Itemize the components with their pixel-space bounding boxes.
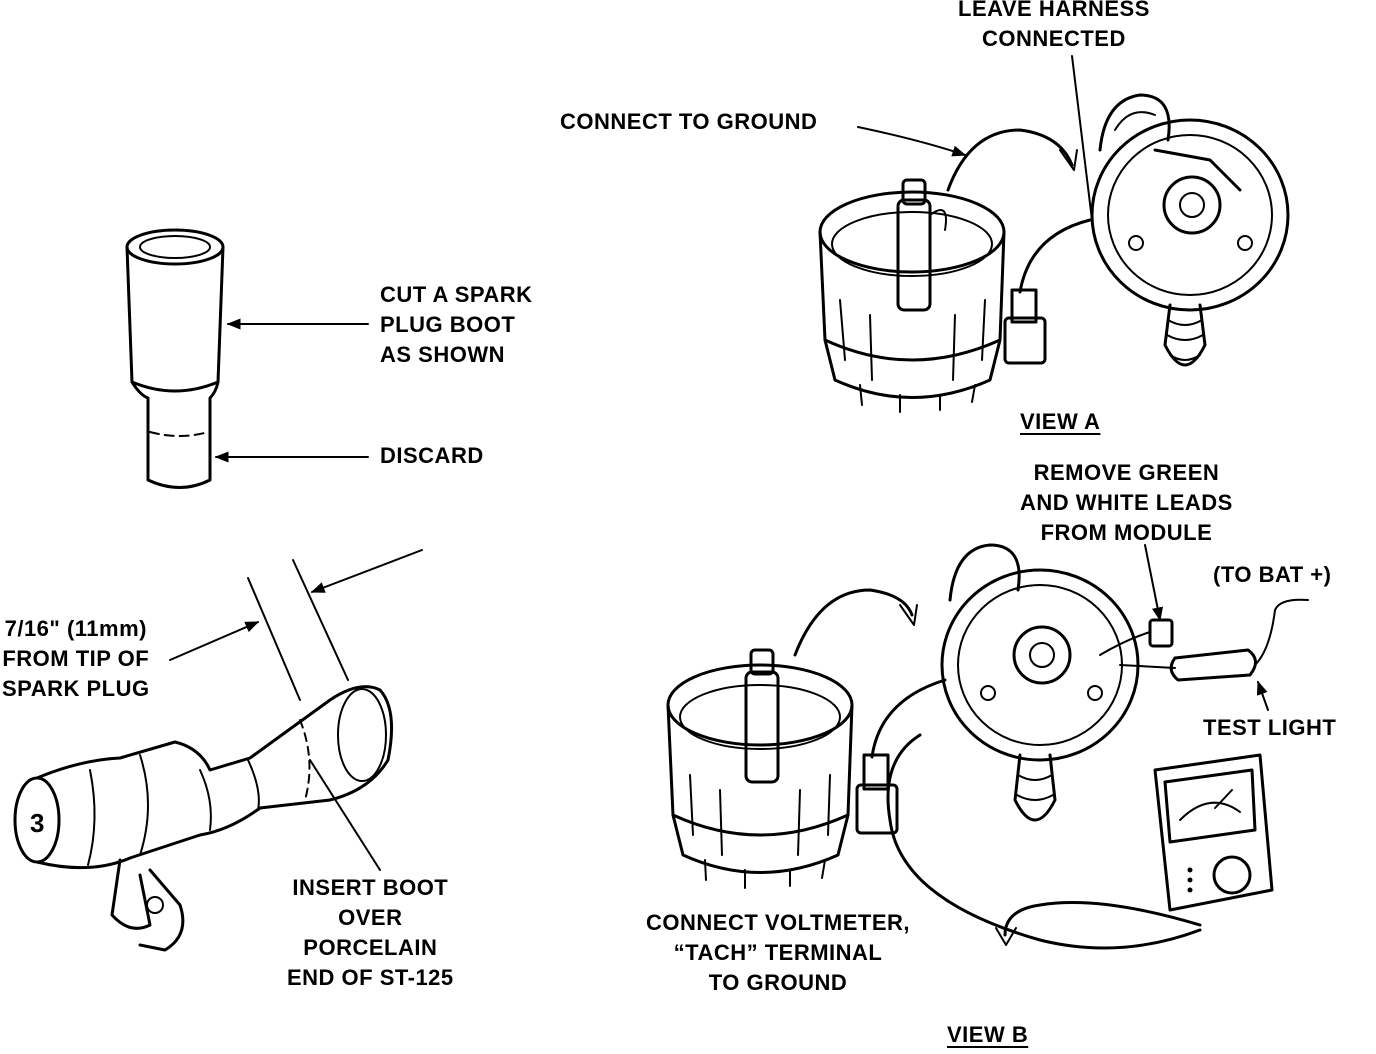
view-a-label: VIEW A xyxy=(1020,409,1101,434)
remove-leads-line-2: AND WHITE LEADS xyxy=(1020,490,1233,515)
cut-boot-label: CUT A SPARK PLUG BOOT AS SHOWN xyxy=(380,280,533,370)
connect-voltmeter-label: CONNECT VOLTMETER, “TACH” TERMINAL TO GR… xyxy=(646,908,910,998)
leave-harness-line-2: CONNECTED xyxy=(982,26,1126,51)
connect-voltmeter-line-1: CONNECT VOLTMETER, xyxy=(646,910,911,935)
insert-boot-line-2: OVER xyxy=(338,905,403,930)
test-light-leader xyxy=(1256,680,1269,711)
cut-boot-line-3: AS SHOWN xyxy=(380,342,505,367)
svg-text:3: 3 xyxy=(30,808,44,838)
tip-distance-label: 7/16" (11mm) FROM TIP OF SPARK PLUG xyxy=(2,614,150,704)
connect-ground-leader xyxy=(857,126,967,157)
leave-harness-leader xyxy=(1071,55,1093,221)
remove-leads-label: REMOVE GREEN AND WHITE LEADS FROM MODULE xyxy=(1020,458,1233,548)
connect-voltmeter-line-2: “TACH” TERMINAL xyxy=(673,940,883,965)
insert-boot-line-1: INSERT BOOT xyxy=(292,875,449,900)
to-bat-label: (TO BAT +) xyxy=(1213,562,1332,587)
tip-distance-line-3: SPARK PLUG xyxy=(2,676,150,701)
leave-harness-line-1: LEAVE HARNESS xyxy=(958,0,1150,21)
leave-harness-label: LEAVE HARNESS CONNECTED xyxy=(958,0,1150,54)
st125-tester-illustration: 3 xyxy=(13,549,423,952)
remove-leads-line-3: FROM MODULE xyxy=(1040,520,1213,545)
tip-distance-line-1: 7/16" (11mm) xyxy=(4,616,147,641)
insert-boot-label: INSERT BOOT OVER PORCELAIN END OF ST-125 xyxy=(287,873,454,993)
test-light-label: TEST LIGHT xyxy=(1203,715,1337,740)
view-a-illustration xyxy=(818,93,1290,413)
cut-boot-line-1: CUT A SPARK xyxy=(380,282,533,307)
insert-boot-line-3: PORCELAIN xyxy=(303,935,438,960)
view-b-illustration xyxy=(666,543,1309,950)
discard-label: DISCARD xyxy=(380,443,484,468)
insert-boot-line-4: END OF ST-125 xyxy=(287,965,454,990)
cut-boot-line-2: PLUG BOOT xyxy=(380,312,516,337)
tip-distance-line-2: FROM TIP OF xyxy=(2,646,150,671)
connect-voltmeter-line-3: TO GROUND xyxy=(708,970,848,995)
view-b-label: VIEW B xyxy=(947,1022,1029,1047)
remove-leads-line-1: REMOVE GREEN xyxy=(1033,460,1220,485)
connect-ground-label: CONNECT TO GROUND xyxy=(560,109,818,134)
remove-leads-leader xyxy=(1144,544,1164,622)
spark-plug-boot-illustration xyxy=(125,228,225,489)
